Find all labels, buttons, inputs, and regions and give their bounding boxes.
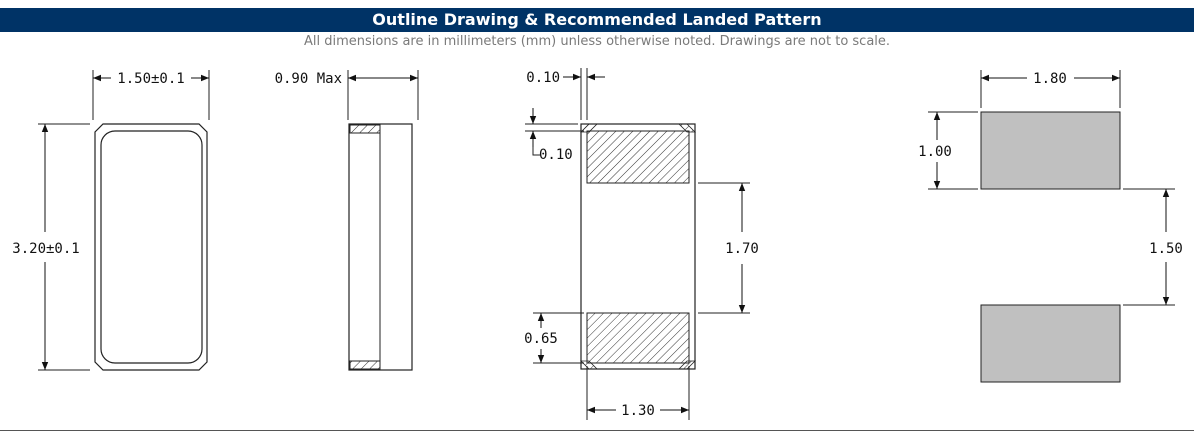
land-pad-width-label: 1.80 <box>1033 71 1067 87</box>
top-view: 1.50±0.1 3.20±0.1 <box>12 70 210 371</box>
top-view-body <box>94 123 208 371</box>
header-bar <box>0 8 1194 32</box>
top-width-label: 1.50±0.1 <box>117 71 184 87</box>
bottom-divider <box>0 430 1194 431</box>
side-view-terminal-bottom <box>349 360 381 370</box>
land-pad-length-label: 1.00 <box>918 144 952 160</box>
side-view: 0.90 Max <box>275 70 419 371</box>
page-title: Outline Drawing & Recommended Landed Pat… <box>372 10 822 29</box>
bottom-view-pad-bottom <box>586 312 690 364</box>
land-pad-bottom <box>980 304 1121 383</box>
land-pattern: 1.80 1.00 1.50 <box>918 70 1183 383</box>
bottom-end-gap-label: 0.10 <box>539 147 573 163</box>
bottom-pad-width-label: 1.30 <box>621 403 655 419</box>
bottom-view-body <box>580 123 696 370</box>
bottom-view: 0.10 0.10 1.70 0.65 1.30 <box>524 68 759 420</box>
top-view-inner <box>100 130 203 364</box>
side-height-label: 0.90 Max <box>275 71 342 87</box>
bottom-view-pad-top <box>586 130 690 184</box>
page-subtitle: All dimensions are in millimeters (mm) u… <box>303 34 891 49</box>
bottom-edge-gap-label: 0.10 <box>526 70 560 86</box>
bottom-pad-spacing-label: 1.70 <box>725 241 759 257</box>
top-length-label: 3.20±0.1 <box>12 241 79 257</box>
bottom-pad-length-label: 0.65 <box>524 331 558 347</box>
side-view-terminal-top <box>349 124 381 134</box>
land-pad-gap-label: 1.50 <box>1149 241 1183 257</box>
land-pad-top <box>980 111 1121 190</box>
